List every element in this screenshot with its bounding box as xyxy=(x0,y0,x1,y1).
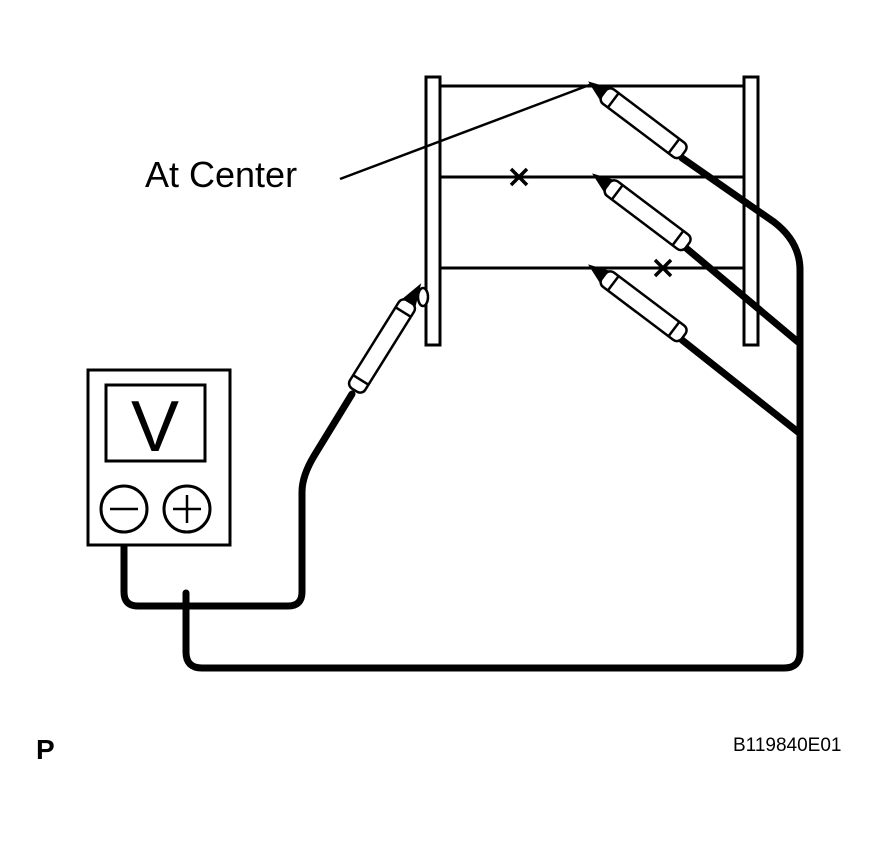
positive-lead-cable xyxy=(182,266,804,672)
probe-lead-cable xyxy=(678,336,802,436)
test-probe-icon xyxy=(347,283,422,394)
test-probe-icon xyxy=(592,173,692,252)
no-continuity-mark-icon xyxy=(653,258,673,278)
no-continuity-mark-icon xyxy=(509,167,529,187)
probe-lead-cable xyxy=(682,244,802,346)
left-bus-bar xyxy=(424,75,442,347)
meter-display xyxy=(104,383,207,463)
at-center-leader-line xyxy=(339,82,593,181)
at-center-label: At Center xyxy=(145,154,298,195)
plus-icon xyxy=(173,495,201,523)
meter-display-symbol: V xyxy=(131,387,179,467)
negative-lead-cable xyxy=(120,390,356,610)
voltmeter-icon: V xyxy=(86,368,232,547)
page-mark: P xyxy=(36,734,55,765)
test-probe-icon xyxy=(588,81,688,160)
test-probe-icon xyxy=(588,264,688,343)
probe-contact-point xyxy=(416,286,430,308)
figure-code: B119840E01 xyxy=(733,735,842,756)
probe-lead-cable xyxy=(678,154,804,346)
